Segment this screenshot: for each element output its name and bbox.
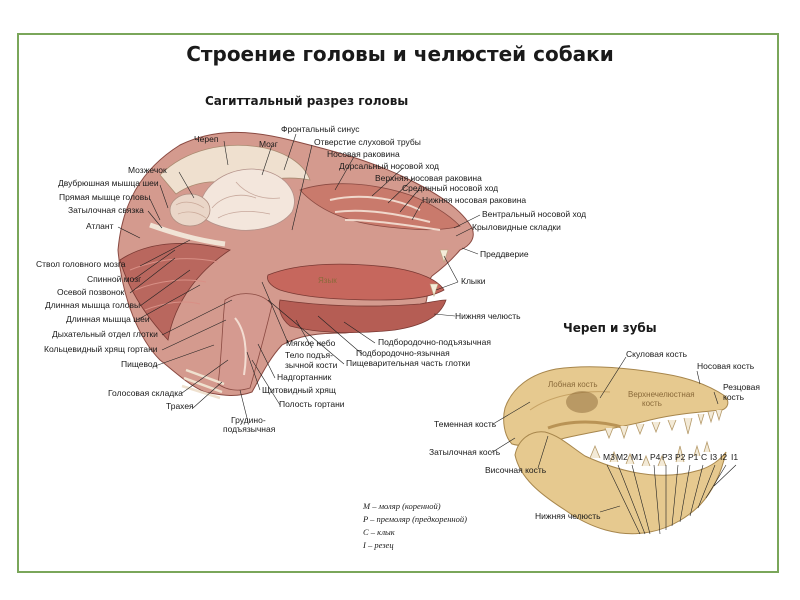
skull-labels: Скуловая кость Носовая кость Лобная кост… — [429, 349, 760, 521]
label-genioglossus: Подбородочно-язычная — [356, 348, 450, 358]
label-incisive-2: кость — [723, 392, 745, 402]
label-upper-concha: Верхняя носовая раковина — [375, 173, 482, 183]
label-cerebellum: Мозжечок — [128, 165, 167, 175]
tooth-label: I1 — [731, 452, 738, 462]
label-brainstem: Ствол головного мозга — [36, 259, 126, 269]
tooth-label: P4 — [650, 452, 661, 462]
label-parietal: Теменная кость — [434, 419, 497, 429]
label-trachea: Трахея — [166, 401, 194, 411]
label-atlas: Атлант — [86, 221, 114, 231]
tooth-label: M1 — [631, 452, 643, 462]
label-occipital: Затылочная кость — [429, 447, 501, 457]
label-lower-concha: Нижняя носовая раковина — [422, 195, 526, 205]
tooth-label: I2 — [720, 452, 727, 462]
label-epiglottis: Надгортанник — [277, 372, 332, 382]
label-larynx-cavity: Полость гортани — [279, 399, 345, 409]
skull-drawing — [503, 366, 737, 535]
label-esophagus: Пищевод — [121, 359, 157, 369]
label-hyoid-body-1: Тело подъя- — [285, 350, 333, 360]
head-labels: Череп Мозг Фронтальный синус Отверстие с… — [36, 124, 586, 434]
label-mandible: Нижняя челюсть — [455, 311, 521, 321]
tooth-label: P2 — [675, 452, 686, 462]
label-digestive-pharynx: Пищеварительная часть глотки — [346, 358, 470, 368]
skull-leader-lines — [490, 356, 719, 513]
label-resp-pharynx: Дыхательный отдел глотки — [52, 329, 158, 339]
label-ventral-meatus: Вентральный носовой ход — [482, 209, 586, 219]
label-maxilla-1: Верхнечелюстная — [628, 390, 695, 399]
legend-item: M – моляр (коренной) — [363, 501, 441, 511]
label-axis: Осевой позвонок — [57, 287, 125, 297]
label-sternohyoid-2: подъязычная — [223, 424, 276, 434]
label-auditory-tube: Отверстие слуховой трубы — [314, 137, 421, 147]
label-cherep: Череп — [194, 134, 219, 144]
label-longus-colli: Длинная мышца шеи — [66, 314, 150, 324]
label-geniohyoid: Подбородочно-подъязычная — [378, 337, 491, 347]
head-section-drawing — [117, 131, 474, 400]
label-nasal-concha: Носовая раковина — [327, 149, 400, 159]
label-lower-jaw: Нижняя челюсть — [535, 511, 601, 521]
label-nuchal-lig: Затылочная связка — [68, 205, 144, 215]
tooth-labels: M3 M2 M1 P4 P3 P2 P1 C I3 I2 I1 — [603, 452, 738, 462]
label-middle-meatus: Срединный носовой ход — [402, 183, 498, 193]
label-rectus-capitis: Прямая мышце головы — [59, 192, 150, 202]
label-vestibule: Преддверие — [480, 249, 529, 259]
label-canines: Клыки — [461, 276, 486, 286]
tooth-label: I3 — [710, 452, 717, 462]
teeth-legend: M – моляр (коренной) P – премоляр (предк… — [363, 500, 467, 552]
legend-item: I – резец — [363, 540, 394, 550]
legend-item: P – премоляр (предкоренной) — [363, 514, 467, 524]
label-hyoid-body-2: зычной кости — [285, 360, 338, 370]
label-mozg: Мозг — [259, 139, 278, 149]
label-longus-capitis: Длинная мышца головы — [45, 300, 140, 310]
label-nasal-bone: Носовая кость — [697, 361, 755, 371]
label-temporal: Височная кость — [485, 465, 547, 475]
label-soft-palate: Мягкое небо — [286, 338, 336, 348]
label-dorsal-meatus: Дорсальный носовой ход — [339, 161, 439, 171]
tooth-label: P1 — [688, 452, 699, 462]
tooth-label: C — [701, 452, 707, 462]
label-sternohyoid-1: Грудино- — [231, 415, 266, 425]
label-tongue: Язык — [318, 276, 337, 285]
label-cricoid: Кольцевидный хрящ гортани — [44, 344, 158, 354]
label-zygomatic: Скуловая кость — [626, 349, 688, 359]
legend-item: C – клык — [363, 527, 395, 537]
poster-title: Строение головы и челюстей собаки — [186, 42, 614, 66]
tooth-label: M2 — [616, 452, 628, 462]
label-spinal-cord: Спинной мозг — [87, 274, 141, 284]
tooth-label: P3 — [662, 452, 673, 462]
label-alar-folds: Крыловидные складки — [472, 222, 561, 232]
section-title-head: Сагиттальный разрез головы — [205, 94, 409, 108]
label-frontal-sinus: Фронтальный синус — [281, 124, 360, 134]
label-incisive-1: Резцовая — [723, 382, 760, 392]
label-thyroid-cart: Щитовидный хрящ — [262, 385, 336, 395]
tooth-label: M3 — [603, 452, 615, 462]
label-digastric: Двубрюшная мышца шеи — [58, 178, 159, 188]
section-title-skull: Череп и зубы — [563, 321, 657, 335]
label-maxilla-2: кость — [642, 399, 662, 408]
label-vocal-fold: Голосовая складка — [108, 388, 183, 398]
head-leader-lines — [117, 133, 481, 423]
label-frontal-bone: Лобная кость — [548, 380, 598, 389]
